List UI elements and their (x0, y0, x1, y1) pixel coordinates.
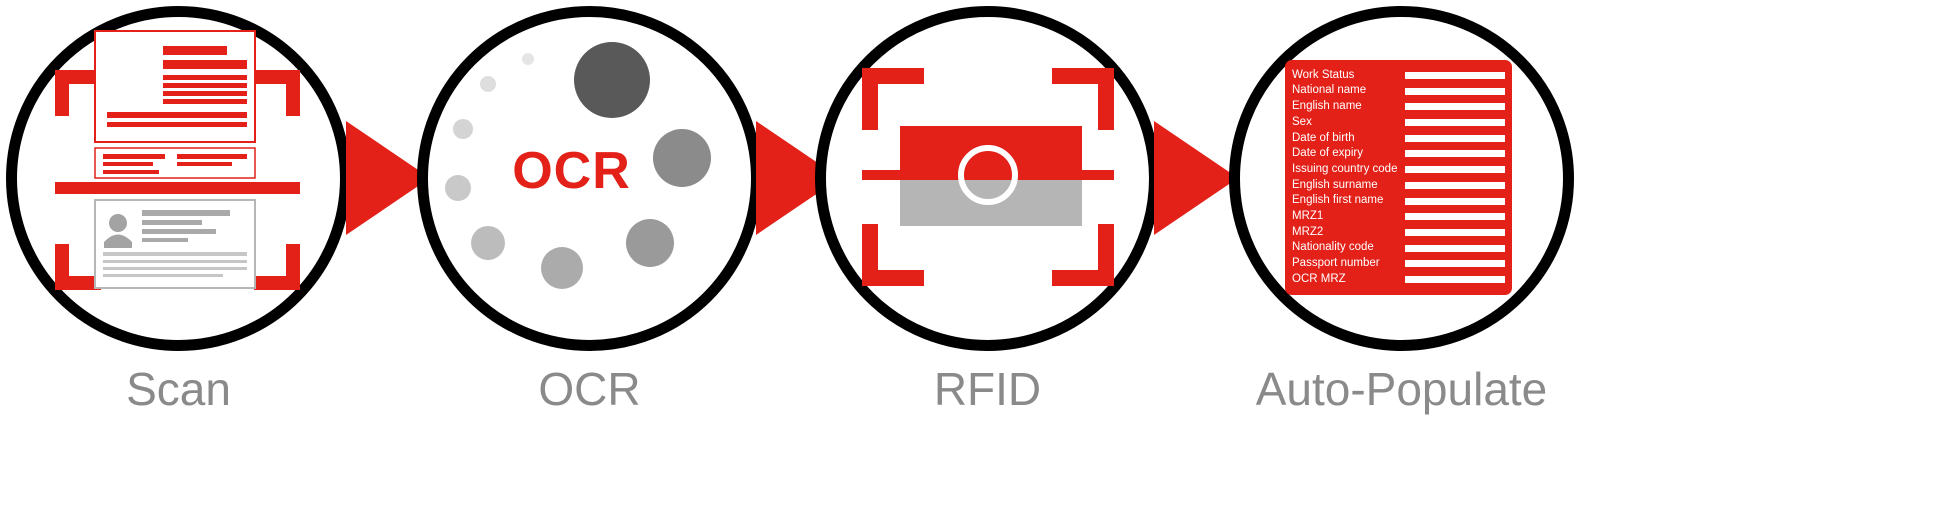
field-row: Work Status (1292, 68, 1505, 83)
photo-person-icon (109, 214, 127, 232)
field-row: Passport number (1292, 256, 1505, 271)
field-value-bar (1405, 72, 1505, 79)
field-label: Passport number (1292, 257, 1380, 269)
field-row: OCR MRZ (1292, 272, 1505, 287)
field-value-bar (1405, 181, 1505, 189)
step-circle-rfid (815, 6, 1160, 351)
step-label-ocr: OCR (538, 363, 641, 415)
field-label: MRZ2 (1292, 225, 1324, 238)
step-label-auto-populate: Auto-Populate (1255, 363, 1548, 415)
field-value-bar (1405, 244, 1505, 252)
arrow-right-icon (1154, 121, 1238, 235)
field-label: Sex (1292, 115, 1312, 128)
document-scan-icon (55, 30, 300, 290)
field-label: MRZ1 (1292, 209, 1324, 222)
arrow-right-icon (346, 121, 430, 235)
field-row: English surname (1292, 178, 1505, 193)
field-value-bar (1405, 213, 1505, 221)
field-value-bar (1405, 228, 1505, 236)
scan-line-bar (55, 182, 300, 194)
field-value-bar (1405, 260, 1505, 268)
unscanned-document-gray (94, 199, 256, 289)
field-row: Sex (1292, 115, 1505, 130)
field-value-bar (1405, 197, 1505, 205)
read-line-bar (862, 170, 1114, 180)
field-value-bar (1405, 103, 1505, 111)
rfid-card-icon (862, 68, 1114, 286)
field-row: MRZ2 (1292, 225, 1505, 240)
field-row: Nationality code (1292, 241, 1505, 256)
document-data-strip (94, 147, 256, 179)
field-row: Issuing country code (1292, 162, 1505, 177)
field-row: MRZ1 (1292, 209, 1505, 224)
field-label: National name (1292, 84, 1367, 97)
field-label: English first name (1292, 194, 1384, 207)
step-circle-ocr: OCR (417, 6, 762, 351)
field-row: English first name (1292, 194, 1505, 209)
field-label: OCR MRZ (1292, 272, 1346, 285)
field-label: English surname (1292, 178, 1378, 191)
field-label: Date of expiry (1292, 147, 1363, 160)
field-value-bar (1405, 275, 1505, 283)
field-value-bar (1405, 87, 1505, 95)
ocr-center-text: OCR (512, 142, 631, 200)
step-label-rfid: RFID (933, 363, 1042, 415)
ocr-spinner-icon (445, 42, 711, 289)
field-row: Date of birth (1292, 131, 1505, 146)
antenna-coil-ring (958, 145, 1018, 205)
step-circle-scan (6, 6, 351, 351)
field-value-bar (1405, 134, 1505, 142)
scan-frame-brackets (55, 70, 300, 290)
field-row: National name (1292, 84, 1505, 99)
field-label: Date of birth (1292, 131, 1355, 144)
field-label: Issuing country code (1292, 162, 1398, 175)
field-label: Nationality code (1292, 241, 1374, 254)
field-value-bar (1405, 166, 1505, 174)
field-value-bar (1405, 150, 1505, 158)
field-value-bar (1405, 119, 1505, 127)
field-label: English name (1292, 100, 1362, 113)
field-row: English name (1292, 99, 1505, 114)
scanned-document-page (94, 30, 256, 143)
step-label-scan: Scan (126, 363, 231, 415)
field-row: Date of expiry (1292, 146, 1505, 161)
rfid-frame-brackets (862, 68, 1114, 286)
field-label: Work Status (1292, 68, 1355, 81)
